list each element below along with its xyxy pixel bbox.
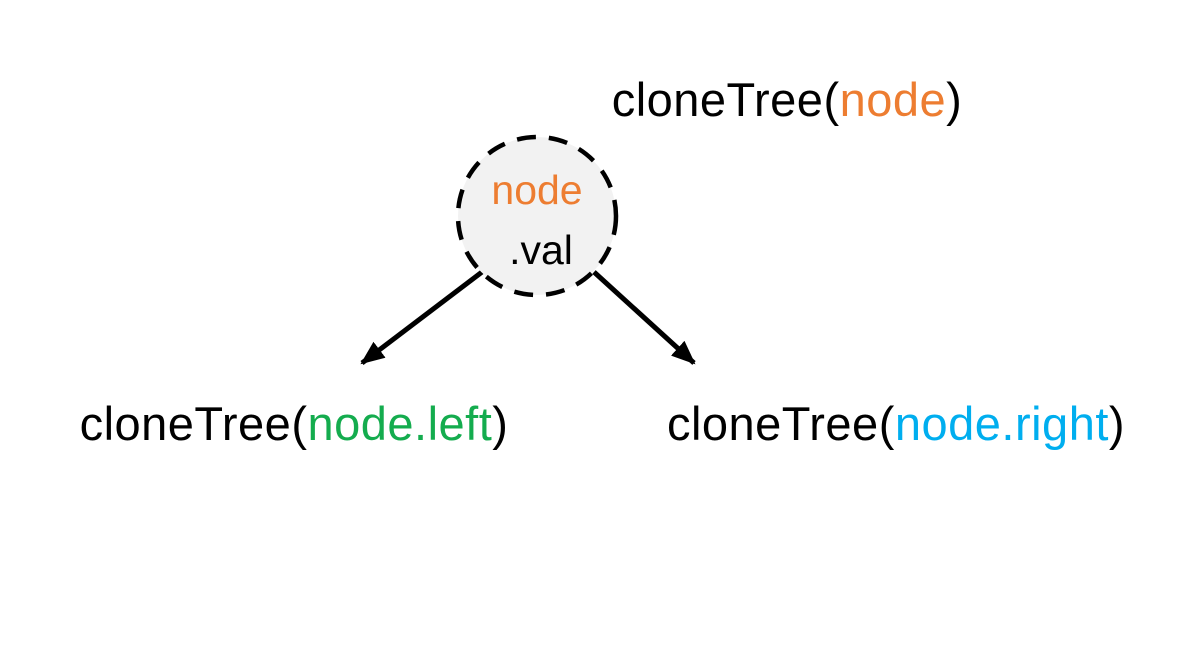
root-call-prefix: cloneTree(: [611, 73, 840, 126]
root-call-label: cloneTree(node): [612, 74, 963, 126]
root-call-suffix: ): [946, 73, 963, 126]
right-call-prefix: cloneTree(: [666, 397, 895, 450]
left-call-label: cloneTree(node.left): [80, 398, 509, 450]
right-arrow-icon: [592, 270, 696, 365]
right-call-arg: node.right: [894, 397, 1109, 450]
left-arrow-icon: [360, 270, 484, 365]
node-circle: [455, 134, 619, 298]
left-call-arg: node.left: [307, 397, 493, 450]
right-call-label: cloneTree(node.right): [667, 398, 1125, 450]
node-val-label: .val: [509, 227, 573, 273]
right-call-suffix: ): [1108, 397, 1126, 450]
left-call-suffix: ): [492, 397, 509, 450]
left-call-prefix: cloneTree(: [79, 397, 308, 450]
root-call-arg: node: [839, 73, 947, 126]
node-label: node: [491, 167, 583, 213]
